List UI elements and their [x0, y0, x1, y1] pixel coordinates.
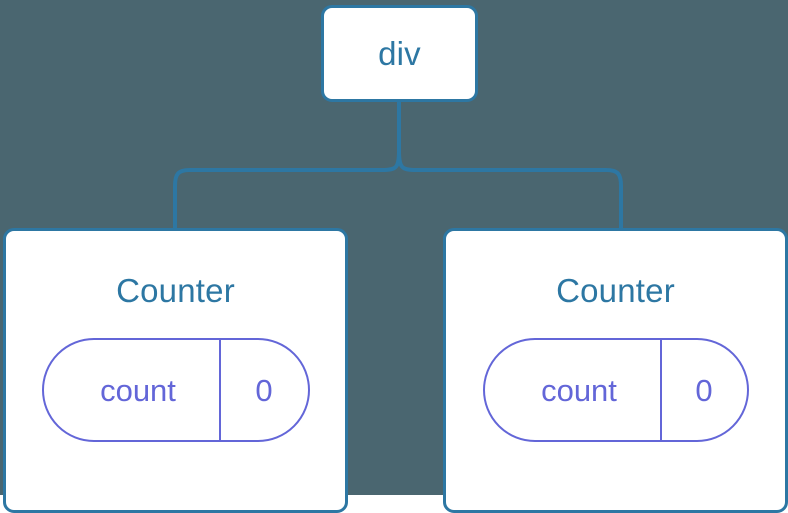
connector-branch-left: [173, 150, 401, 230]
state-pill-left: count 0: [41, 338, 310, 442]
node-counter-left[interactable]: Counter count 0: [3, 228, 348, 513]
node-div[interactable]: div: [321, 5, 478, 102]
connector-branch-right: [397, 150, 623, 230]
state-key-right: count: [541, 372, 617, 408]
node-counter-right[interactable]: Counter count 0: [443, 228, 788, 513]
state-value-left: 0: [218, 340, 308, 440]
state-key-left: count: [100, 372, 176, 408]
node-counter-right-label: Counter: [556, 272, 675, 309]
state-value-right: 0: [659, 340, 747, 440]
node-counter-left-label: Counter: [116, 272, 235, 309]
node-div-label: div: [378, 35, 421, 72]
state-pill-right: count 0: [482, 338, 749, 442]
connector-lines: [173, 101, 623, 230]
